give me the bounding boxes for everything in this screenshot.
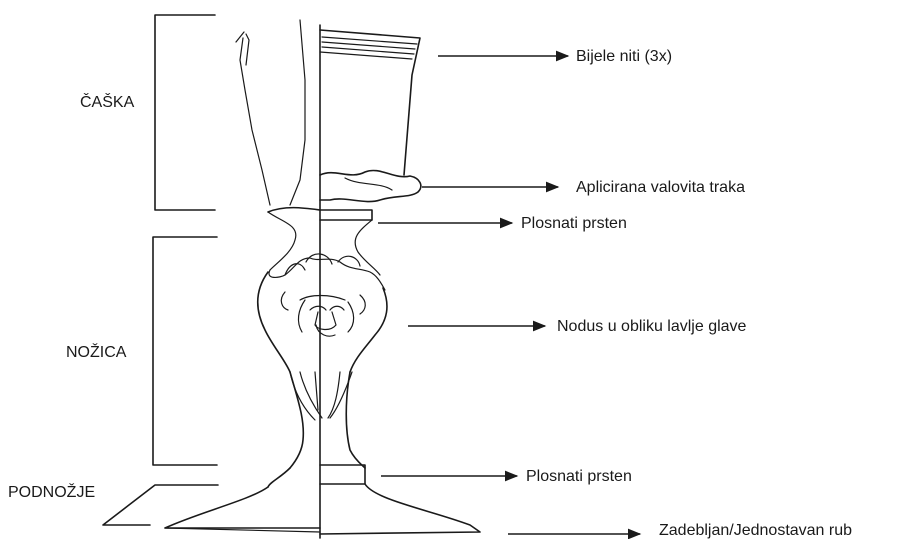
- foot-left: [165, 487, 320, 528]
- section-label-podnozje: PODNOŽJE: [8, 482, 95, 501]
- annotation-arrows: [378, 56, 640, 534]
- lion-face: [281, 292, 365, 336]
- bracket-nozica: [153, 237, 217, 465]
- annotation-applied-wavy-band: Aplicirana valovita traka: [576, 179, 745, 196]
- bracket-podnozje: [103, 485, 218, 525]
- annotation-flat-ring-lower: Plosnati prsten: [526, 468, 632, 485]
- foot-right: [320, 484, 480, 534]
- annotation-white-threads: Bijele niti (3x): [576, 48, 672, 65]
- lion-knop-right: [350, 288, 387, 372]
- goblet-illustration: [165, 20, 480, 538]
- annotation-flat-ring-upper: Plosnati prsten: [521, 215, 627, 232]
- upper-flat-ring-shape: [320, 210, 372, 220]
- section-label-caska: ČAŠKA: [80, 92, 135, 111]
- bracket-caska: [155, 15, 215, 210]
- bowl-right-outline: [320, 30, 420, 175]
- annotation-thickened-rim: Zadebljan/Jednostavan rub: [659, 522, 852, 539]
- annotation-lion-head-knop: Nodus u obliku lavlje glave: [557, 318, 747, 335]
- lion-knop-left: [258, 272, 290, 372]
- applied-wavy-band-shape: [320, 170, 421, 201]
- section-label-nozica: NOŽICA: [66, 342, 127, 361]
- lower-flat-ring-shape: [320, 465, 365, 484]
